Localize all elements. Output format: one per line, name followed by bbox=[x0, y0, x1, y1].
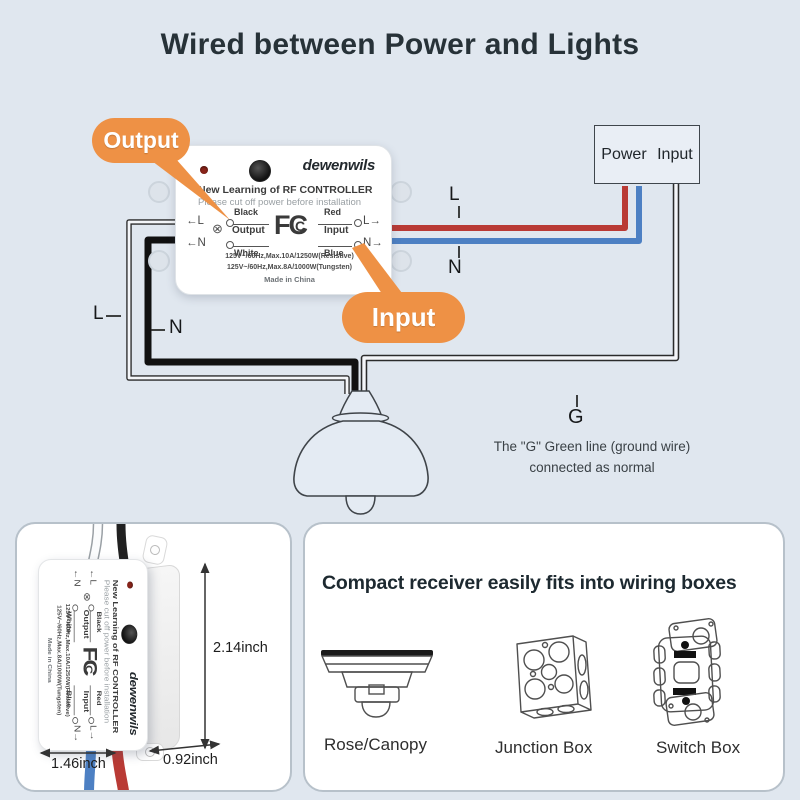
label-black-wire: Black bbox=[234, 207, 259, 217]
terminal-arrow-l-right: L→ bbox=[88, 724, 98, 741]
output-symbol-icon: ⊗ bbox=[81, 592, 93, 602]
lamp-bulb bbox=[345, 495, 376, 515]
rating-tungsten: 125V~/60Hz,Max.8A/1000W(Tungsten) bbox=[227, 264, 352, 271]
ground-note-line1: The "G" Green line (ground wire) bbox=[493, 439, 691, 454]
wire-red-live bbox=[391, 186, 628, 231]
page-title: Wired between Power and Lights bbox=[160, 28, 640, 61]
rf-controller-device: dewenwils New Learning of RF CONTROLLER … bbox=[175, 145, 392, 295]
terminal-lead-line bbox=[73, 685, 75, 716]
switch-box-icon bbox=[653, 618, 721, 726]
label-white-wire: White bbox=[234, 248, 259, 258]
power-input-label: Power Input bbox=[601, 145, 693, 163]
rating-tungsten: 125V~/60Hz,Max.8A/1000W(Tungsten) bbox=[56, 605, 62, 716]
receiver-dimensions-card: dewenwils New Learning of RF CONTROLLER … bbox=[15, 522, 292, 792]
led-indicator bbox=[200, 166, 208, 174]
wire-ground bbox=[360, 184, 680, 394]
label-output: Output bbox=[232, 225, 265, 236]
fcc-inner-c: C bbox=[295, 218, 306, 234]
wiring-boxes-card: Compact receiver easily fits into wiring… bbox=[303, 522, 785, 792]
power-input-box: Power Input bbox=[594, 125, 700, 184]
junction-box-label: Junction Box bbox=[495, 738, 593, 757]
wire-white-live bbox=[126, 219, 350, 394]
controller-title: New Learning of RF CONTROLLER bbox=[111, 579, 120, 734]
ground-note: The "G" Green line (ground wire) connect… bbox=[462, 437, 722, 479]
label-red-wire: Red bbox=[95, 690, 103, 706]
label-red-wire: Red bbox=[324, 207, 342, 217]
rating-resistive: 125V~/60Hz,Max.10A/1250W(Resistive) bbox=[64, 603, 70, 717]
learning-button bbox=[249, 160, 271, 182]
terminal-screw bbox=[226, 219, 234, 227]
wire-blue-neutral bbox=[391, 186, 642, 244]
terminal-screw bbox=[354, 241, 362, 249]
mount-ear bbox=[390, 181, 412, 203]
rf-controller-device-photo: dewenwils New Learning of RF CONTROLLER … bbox=[39, 560, 147, 749]
wire-label-n-left: N bbox=[169, 317, 183, 338]
dimension-depth: 0.92inch bbox=[163, 752, 218, 768]
input-callout-label: Input bbox=[371, 302, 436, 332]
mount-ear bbox=[148, 181, 170, 203]
terminal-lead-line bbox=[73, 610, 75, 643]
wiring-diagram bbox=[106, 184, 680, 515]
ground-note-line2: connected as normal bbox=[529, 459, 655, 475]
dimension-height: 2.14inch bbox=[213, 640, 268, 656]
terminal-screw bbox=[72, 717, 79, 725]
brand-logo: dewenwils bbox=[127, 671, 140, 736]
terminal-lead-line bbox=[318, 224, 352, 226]
terminal-arrow-n-left: ←N bbox=[186, 237, 206, 249]
terminal-arrow-l-left: ←L bbox=[88, 569, 98, 585]
terminal-lead-line bbox=[233, 246, 269, 248]
controller-subtitle: Please cut off power before installation bbox=[198, 197, 362, 208]
controller-title: New Learning of RF CONTROLLER bbox=[198, 184, 373, 196]
dimension-width: 1.46inch bbox=[51, 756, 106, 772]
made-in-china: Made in China bbox=[264, 275, 315, 284]
lamp-dome bbox=[293, 420, 429, 497]
terminal-arrow-l-right: L→ bbox=[363, 215, 381, 227]
wire-label-l-right: L bbox=[449, 184, 460, 205]
terminal-arrow-n-right: N→ bbox=[72, 724, 82, 743]
label-blue-wire: Blue bbox=[324, 248, 344, 258]
terminal-screw bbox=[226, 241, 234, 249]
wire-black-neutral bbox=[144, 236, 359, 394]
fcc-letters: FC bbox=[274, 210, 308, 240]
brand-logo: dewenwils bbox=[302, 157, 376, 174]
wire-label-l-left: L bbox=[93, 303, 104, 324]
label-input: Input bbox=[81, 690, 90, 713]
fcc-inner-c: C bbox=[83, 665, 95, 675]
terminal-arrow-l-left: ←L bbox=[186, 215, 204, 227]
input-callout: Input bbox=[342, 292, 465, 343]
junction-box-icon bbox=[516, 635, 592, 719]
mount-ear bbox=[148, 250, 170, 272]
switch-box-label: Switch Box bbox=[656, 738, 741, 757]
output-callout: Output bbox=[92, 118, 190, 163]
rose-canopy-icon bbox=[320, 650, 434, 718]
terminal-lead-line bbox=[233, 224, 269, 226]
output-callout-label: Output bbox=[103, 127, 179, 153]
learning-button bbox=[121, 624, 138, 644]
ear-hole bbox=[149, 544, 161, 556]
made-in-china: Made in China bbox=[46, 637, 54, 683]
terminal-screw bbox=[88, 717, 95, 725]
rose-canopy-label: Rose/Canopy bbox=[324, 735, 428, 754]
rating-resistive: 125V~/60Hz,Max.10A/1250W(Resistive) bbox=[225, 253, 354, 260]
wire-label-n-right: N bbox=[448, 257, 462, 278]
label-output: Output bbox=[81, 609, 90, 639]
terminal-lead-line bbox=[318, 246, 352, 248]
lamp-drawing bbox=[293, 390, 429, 515]
wiring-boxes-heading: Compact receiver easily fits into wiring… bbox=[322, 572, 737, 594]
terminal-arrow-n-left: ←N bbox=[72, 569, 82, 587]
label-input: Input bbox=[324, 225, 349, 236]
red-wire bbox=[111, 747, 129, 790]
terminal-arrow-n-right: N→ bbox=[363, 237, 383, 249]
wiring-box-icons bbox=[320, 618, 721, 726]
receiver-front-face: dewenwils New Learning of RF CONTROLLER … bbox=[38, 559, 148, 751]
controller-subtitle: Please cut off power before installation bbox=[102, 579, 111, 724]
led-indicator bbox=[127, 581, 133, 589]
output-symbol-icon: ⊗ bbox=[212, 221, 223, 236]
wire-label-ground: G bbox=[568, 406, 584, 428]
mount-ear bbox=[390, 250, 412, 272]
terminal-screw bbox=[354, 219, 362, 227]
label-black-wire: Black bbox=[95, 611, 103, 633]
